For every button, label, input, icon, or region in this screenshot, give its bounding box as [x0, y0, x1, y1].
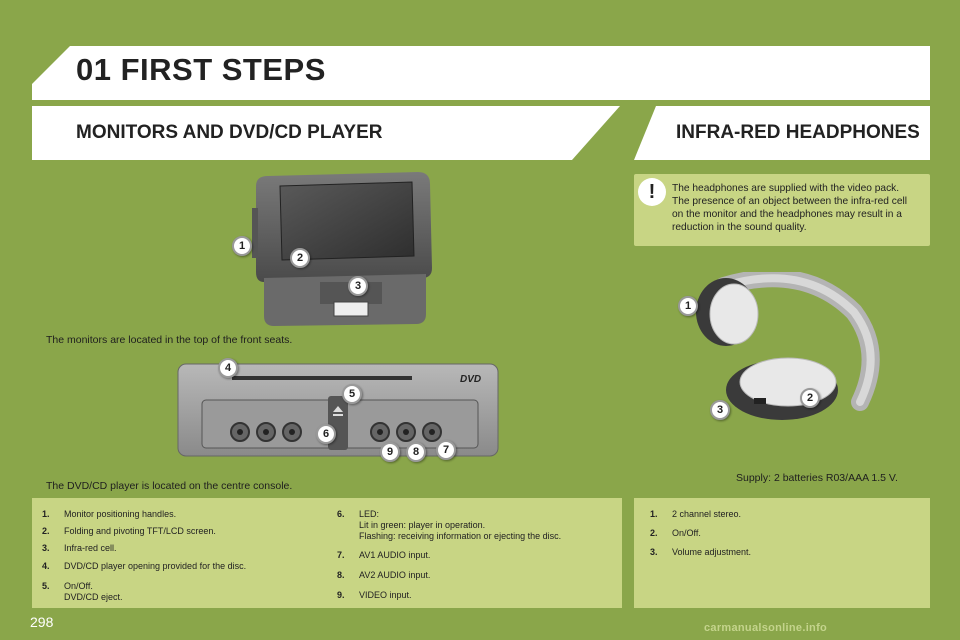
watermark: carmanualsonline.info [704, 622, 828, 634]
callout-headphones-2: 2 [800, 388, 820, 408]
callout-player-4: 4 [218, 358, 238, 378]
dvd-player-illustration [177, 363, 499, 457]
supply-caption: Supply: 2 batteries R03/AAA 1.5 V. [736, 472, 898, 484]
callout-player-9: 9 [380, 442, 400, 462]
callout-player-5: 5 [342, 384, 362, 404]
callout-player-8: 8 [406, 442, 426, 462]
parts-list-panel: 1.Monitor positioning handles. 2.Folding… [32, 498, 622, 608]
monitors-section-title: MONITORS AND DVD/CD PLAYER [76, 122, 383, 143]
warning-text: The headphones are supplied with the vid… [672, 183, 908, 233]
callout-monitor-2: 2 [290, 248, 310, 268]
chapter-banner [32, 46, 930, 100]
monitor-illustration [252, 172, 432, 326]
callout-monitor-3: 3 [348, 276, 368, 296]
callout-player-6: 6 [316, 424, 336, 444]
exclamation-icon: ! [638, 178, 666, 206]
headphones-section-banner [634, 106, 930, 160]
headphones-list-panel: 1.2 channel stereo. 2.On/Off. 3.Volume a… [634, 498, 930, 608]
page-number: 298 [30, 614, 54, 630]
monitors-caption: The monitors are located in the top of t… [46, 334, 293, 346]
player-caption: The DVD/CD player is located on the cent… [46, 480, 293, 492]
callout-monitor-1: 1 [232, 236, 252, 256]
headphones-section-title: INFRA-RED HEADPHONES [676, 122, 920, 143]
chapter-title: 01 FIRST STEPS [76, 52, 326, 87]
callout-player-7: 7 [436, 440, 456, 460]
callout-headphones-1: 1 [678, 296, 698, 316]
callout-headphones-3: 3 [710, 400, 730, 420]
warning-box [634, 174, 930, 246]
dvd-logo: DVD [460, 374, 482, 385]
monitors-section-banner [32, 106, 620, 160]
